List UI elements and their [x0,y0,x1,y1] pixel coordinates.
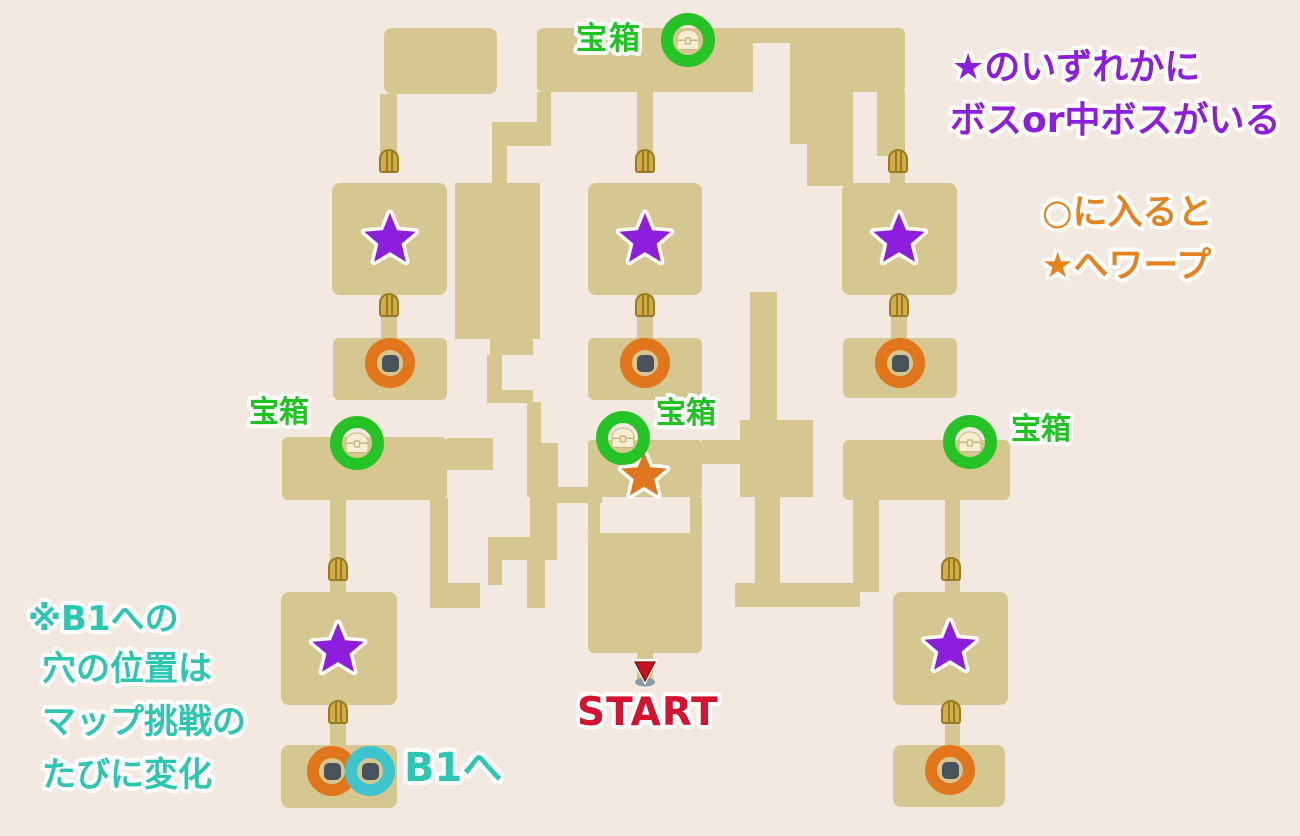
warp-ring-orange [875,338,925,388]
boss-star-icon [920,617,980,674]
floor-topright-block1 [790,92,853,144]
warp-hole [361,762,379,780]
floor-col-a-block [527,443,558,497]
boss-star-icon [360,209,420,266]
top-band-notch [753,43,790,92]
treasure-label-center: 宝箱 [656,396,716,431]
floor-mid-column-b [750,292,777,422]
treasure-circle [596,411,650,465]
floor-col-a-leg2 [527,402,541,445]
warp-ring-orange [925,745,975,795]
door-icon [328,557,348,581]
floor-top-left-room [384,28,497,94]
boss-star-icon [615,209,675,266]
door-icon [379,293,399,317]
boss-star-icon [869,209,929,266]
floor-start-leg-right [690,497,702,535]
floor-top-band [537,28,905,92]
floor-start-room [588,533,702,653]
door-icon [635,149,655,173]
treasure-label-right: 宝箱 [1011,412,1071,447]
floor-zigzag-v2 [492,146,507,186]
boss-note-line2: ボスor中ボスがいる [950,100,1281,141]
door-icon [941,557,961,581]
floor-col-a-bar1 [490,337,533,355]
warp-note-line1: ○に入ると [1042,193,1213,233]
treasure-circle [661,13,715,67]
b1-exit-label: B1へ [404,745,503,791]
treasure-label-top: 宝箱 [576,21,642,57]
start-label: START [577,690,719,735]
boss-star-icon [308,619,368,676]
warp-hole [381,354,399,372]
door-icon [889,293,909,317]
floor-col-b-leg [755,497,780,587]
door-icon [635,293,655,317]
floor-col-a-leg3 [530,497,557,560]
floor-col-a-leg1 [487,355,502,393]
warp-hole [636,354,654,372]
treasure-chest-icon [611,427,635,448]
treasure-chest-icon [345,432,369,453]
treasure-chest-icon [676,29,700,50]
warp-ring-orange [307,746,357,796]
floor-top-left-corridor [380,94,397,158]
warp-ring-orange [620,338,670,388]
treasure-circle [330,416,384,470]
b1-note-line3: マップ挑戦の [42,702,246,742]
door-icon [888,149,908,173]
floor-start-leg-left [588,497,600,535]
warp-hole [323,762,341,780]
floor-mid-column-a [455,183,540,339]
floor-lattice-bottom [430,583,480,608]
b1-note-line2: 穴の位置は [42,649,212,689]
treasure-label-left: 宝箱 [249,395,309,430]
floor-lattice-leg [488,537,502,585]
b1-note-line4: たびに変化 [42,755,212,795]
floor-lattice-left [430,498,448,608]
warp-ring-teal [345,746,395,796]
floor-col-b-h [735,583,860,607]
boss-note-line1: ★のいずれかに [952,47,1201,88]
floor-branch3-corridor-wide [877,90,905,156]
warp-ring-orange [365,338,415,388]
floor-zigzag-h1 [492,122,551,146]
treasure-circle [943,415,997,469]
door-icon [379,149,399,173]
door-icon [328,700,348,724]
door-icon [941,700,961,724]
floor-col-a-bar2 [487,390,533,403]
warp-target-star-icon [617,448,671,499]
floor-lattice-v2 [527,560,545,608]
treasure-chest-icon [958,431,982,452]
floor-left-mid-arm [447,438,493,470]
floor-col-b-block [740,420,813,497]
floor-bridge-center-right [702,440,742,464]
floor-branch2-corridor [637,92,653,156]
b1-note-line1: ※B1への [28,599,179,639]
floor-right-mid-down [853,500,879,592]
floor-topright-block2 [807,144,853,186]
warp-hole [941,761,959,779]
warp-hole [891,354,909,372]
start-position-marker [632,659,658,687]
warp-note-line2: ★へワープ [1042,246,1212,286]
